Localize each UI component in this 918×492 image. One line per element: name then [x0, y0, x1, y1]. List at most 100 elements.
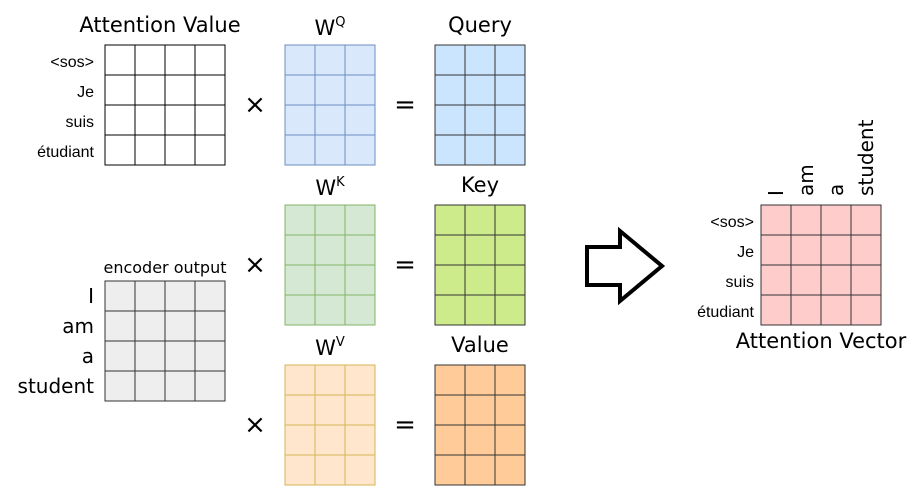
matrix-cell: [164, 44, 196, 76]
encoder-output-row-label: student: [18, 374, 95, 398]
matrix-cell: [104, 370, 136, 402]
matrix-cell: [344, 104, 376, 136]
matrix-cell: [464, 364, 496, 396]
matrix-cell: [850, 234, 882, 266]
matrix-cell: [314, 234, 346, 266]
matrix-cell: [434, 104, 466, 136]
matrix-cell: [344, 294, 376, 326]
times-operator: ×: [244, 90, 266, 120]
matrix-cell: [104, 340, 136, 372]
matrix-cell: [464, 294, 496, 326]
matrix-cell: [494, 294, 526, 326]
matrix-cell: [344, 394, 376, 426]
equals-operator: =: [394, 90, 416, 120]
attention-vector-col-label: I: [764, 190, 788, 196]
matrix-cell: [464, 234, 496, 266]
matrix-cell: [760, 294, 792, 326]
matrix-cell: [104, 44, 136, 76]
matrix-cell: [164, 370, 196, 402]
matrix-cell: [314, 454, 346, 486]
encoder-output-row-label: I: [88, 284, 94, 308]
matrix-cell: [344, 264, 376, 296]
matrix-cell: [284, 294, 316, 326]
matrix-cell: [284, 234, 316, 266]
attention-value-row-label: suis: [66, 114, 94, 131]
matrix-cell: [494, 134, 526, 166]
attention-value-title: Attention Value: [79, 13, 240, 37]
matrix-cell: [284, 204, 316, 236]
matrix-cell: [314, 424, 346, 456]
matrix-cell: [164, 280, 196, 312]
wq-matrix: [284, 44, 376, 166]
matrix-cell: [760, 264, 792, 296]
matrix-cell: [194, 74, 226, 106]
matrix-cell: [194, 280, 226, 312]
times-operator: ×: [244, 250, 266, 280]
matrix-cell: [314, 204, 346, 236]
matrix-cell: [494, 204, 526, 236]
wk-label: WK: [315, 175, 345, 200]
attention-vector-title: Attention Vector: [736, 329, 907, 353]
matrix-cell: [314, 74, 346, 106]
matrix-cell: [164, 74, 196, 106]
encoder-output-matrix: [104, 280, 226, 402]
matrix-cell: [434, 44, 466, 76]
wv-matrix: [284, 364, 376, 486]
matrix-cell: [314, 264, 346, 296]
wv-label: WV: [315, 335, 345, 360]
matrix-cell: [820, 234, 852, 266]
matrix-cell: [790, 234, 822, 266]
encoder-output-row-label: a: [82, 344, 94, 368]
matrix-cell: [464, 74, 496, 106]
attention-value-row-label: étudiant: [37, 144, 94, 161]
equals-operator: =: [394, 250, 416, 280]
matrix-cell: [134, 104, 166, 136]
attention-vector-row-label: étudiant: [697, 304, 754, 321]
matrix-cell: [134, 134, 166, 166]
key-title: Key: [461, 173, 499, 197]
matrix-cell: [820, 294, 852, 326]
attention-vector-row-label: <sos>: [710, 214, 754, 231]
matrix-cell: [104, 280, 136, 312]
key-matrix: [434, 204, 526, 326]
attention-value-matrix: [104, 44, 226, 166]
matrix-cell: [434, 454, 466, 486]
matrix-cell: [464, 394, 496, 426]
matrix-cell: [434, 364, 466, 396]
matrix-cell: [314, 294, 346, 326]
matrix-cell: [344, 454, 376, 486]
matrix-cell: [284, 74, 316, 106]
encoder-output-title: encoder output: [103, 258, 226, 277]
matrix-cell: [850, 264, 882, 296]
matrix-cell: [494, 44, 526, 76]
matrix-cell: [284, 104, 316, 136]
matrix-cell: [494, 74, 526, 106]
matrix-cell: [850, 204, 882, 236]
attention-vector-row-label: suis: [726, 274, 754, 291]
matrix-cell: [284, 134, 316, 166]
matrix-cell: [104, 134, 136, 166]
matrix-cell: [284, 264, 316, 296]
matrix-cell: [494, 264, 526, 296]
right-arrow-icon: [585, 226, 666, 306]
matrix-cell: [194, 44, 226, 76]
matrix-cell: [464, 264, 496, 296]
matrix-cell: [194, 104, 226, 136]
matrix-cell: [134, 44, 166, 76]
matrix-cell: [494, 104, 526, 136]
matrix-cell: [164, 340, 196, 372]
matrix-cell: [194, 134, 226, 166]
matrix-cell: [104, 104, 136, 136]
matrix-cell: [194, 340, 226, 372]
times-operator: ×: [244, 410, 266, 440]
wk-matrix: [284, 204, 376, 326]
matrix-cell: [344, 234, 376, 266]
matrix-cell: [104, 310, 136, 342]
matrix-cell: [314, 104, 346, 136]
matrix-cell: [494, 424, 526, 456]
matrix-cell: [790, 264, 822, 296]
attention-value-row-label: Je: [77, 84, 94, 101]
matrix-cell: [284, 454, 316, 486]
matrix-cell: [434, 424, 466, 456]
